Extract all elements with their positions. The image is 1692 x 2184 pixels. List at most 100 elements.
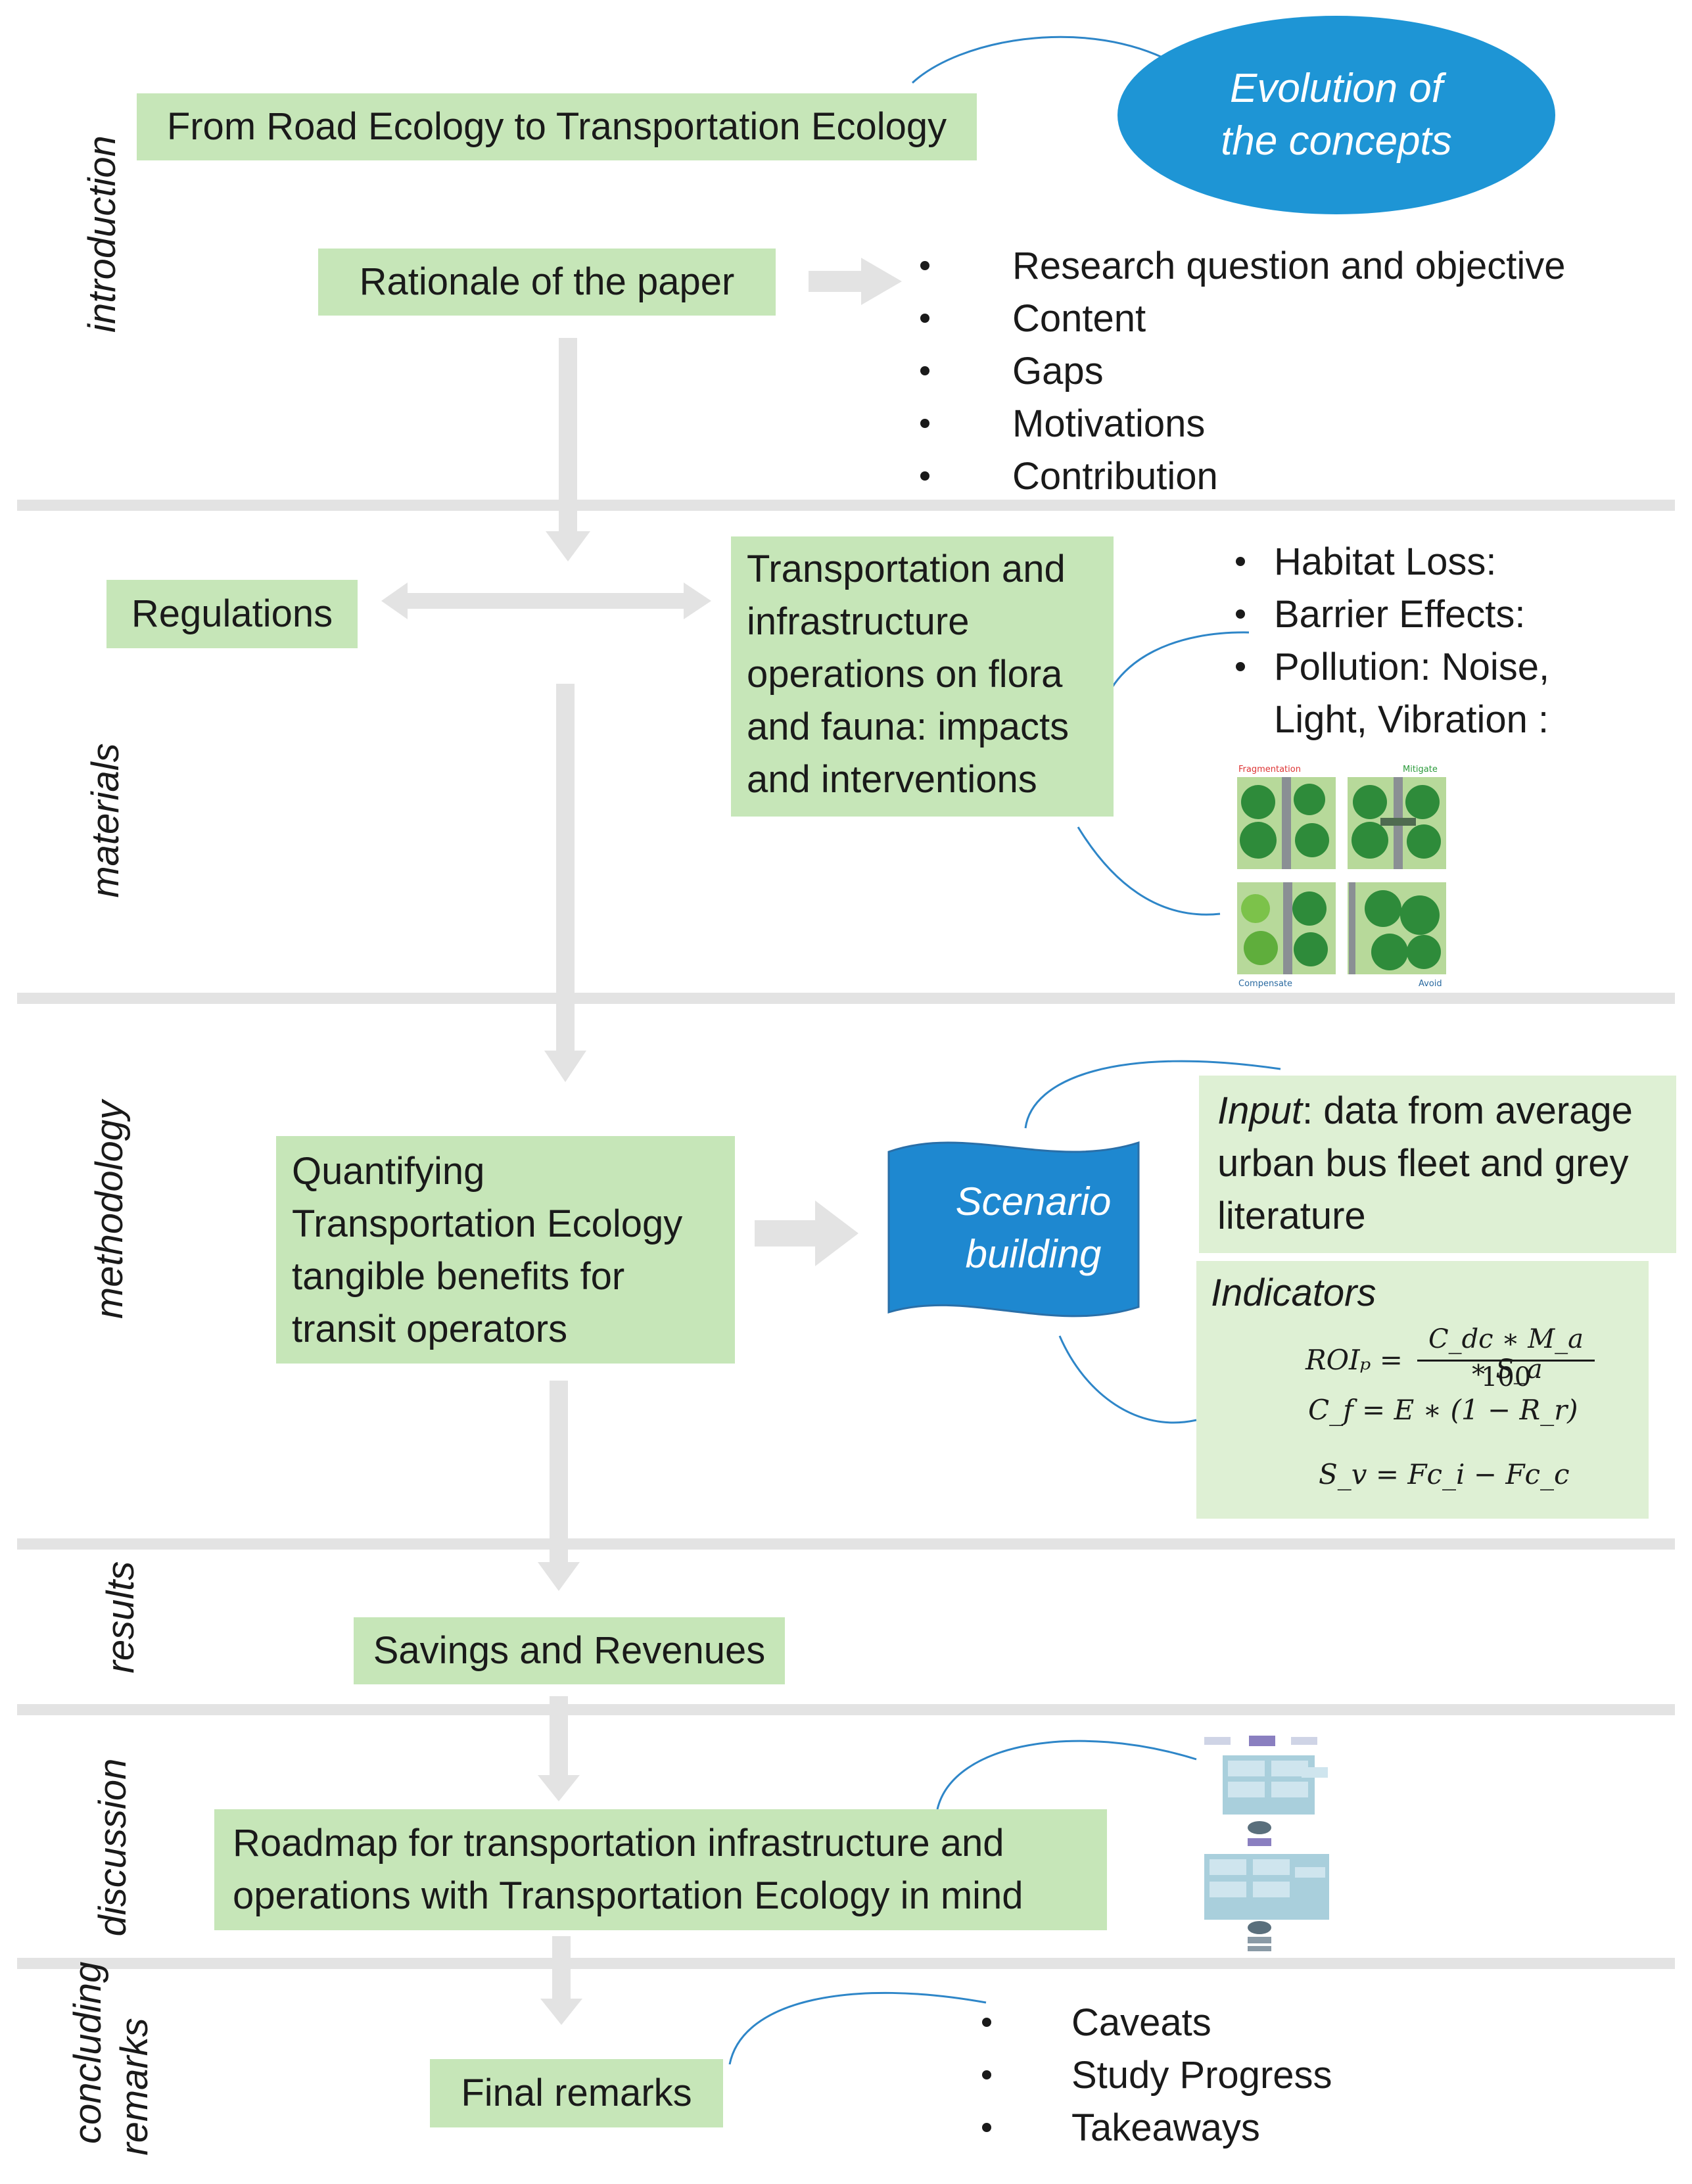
box-input-line: literature: [1217, 1195, 1366, 1237]
box-transportation-line: operations on flora: [747, 653, 1063, 696]
list-item-label: Takeaways: [1071, 2106, 1260, 2149]
list-item-label: Gaps: [1012, 349, 1104, 392]
box-indicators: Indicators ROIₚ = C_dc ∗ M_a ∗ S_a 100 C…: [1196, 1261, 1649, 1519]
box-quantifying-line: tangible benefits for: [292, 1255, 625, 1298]
formula-roi: ROIₚ = C_dc ∗ M_a ∗ S_a 100: [1305, 1324, 1634, 1396]
connector-input: [1024, 1060, 1281, 1129]
box-final-remarks-label: Final remarks: [461, 2072, 692, 2114]
list-item: Barrier Effects:: [1236, 588, 1549, 640]
thumbnail-label-avoid: Avoid: [1419, 979, 1442, 989]
ellipse-evolution: Evolution of the concepts: [1117, 16, 1555, 214]
connector-impacts: [1100, 631, 1250, 711]
list-item: Habitat Loss:: [1236, 535, 1549, 588]
bullet-dot: [1236, 609, 1245, 619]
list-item: Gaps: [920, 344, 1566, 397]
box-regulations-label: Regulations: [131, 592, 333, 635]
box-transportation-line: Transportation and: [747, 548, 1066, 590]
indicators-title: Indicators: [1211, 1271, 1376, 1314]
box-road-ecology: From Road Ecology to Transportation Ecol…: [137, 93, 977, 160]
list-item-label: Light, Vibration :: [1274, 698, 1549, 741]
list-final-bullets: Caveats Study Progress Takeaways: [982, 1996, 1332, 2154]
list-item: Caveats: [982, 1996, 1332, 2049]
bullet-dot: [920, 314, 929, 323]
ellipse-evolution-line2: the concepts: [1221, 118, 1452, 164]
box-roadmap-line: Roadmap for transportation infrastructur…: [233, 1822, 1004, 1864]
thumbnail-label-fragmentation: Fragmentation: [1238, 765, 1301, 774]
connector-roadmap: [936, 1740, 1197, 1810]
arrow-down-methodology: [538, 1381, 580, 1591]
list-item-label: Contribution: [1012, 454, 1218, 498]
list-impact-bullets: Habitat Loss: Barrier Effects: Pollution…: [1236, 535, 1549, 746]
arrow-down-materials: [544, 684, 586, 1082]
section-separator-2: [17, 993, 1675, 1004]
list-item: Takeaways: [982, 2101, 1332, 2154]
thumbnail-habitat-svg: Fragmentation Mitigate Compensate: [1237, 765, 1446, 989]
thumbnail-panel-bottom-right: [1348, 882, 1446, 974]
bullet-dot: [1236, 557, 1245, 566]
bullet-dot: [920, 471, 929, 481]
formula-roi-numerator: C_dc ∗ M_a ∗ S_a: [1428, 1324, 1584, 1385]
ellipse-evolution-line1: Evolution of: [1230, 66, 1443, 111]
list-item: Content: [920, 292, 1566, 344]
arrow-down-results: [538, 1696, 580, 1801]
box-savings: Savings and Revenues: [354, 1617, 785, 1684]
thumbnail-flowchart-svg: [1204, 1736, 1329, 1951]
box-regulations: Regulations: [106, 580, 358, 648]
thumbnail-label-compensate: Compensate: [1238, 979, 1292, 989]
scenario-line1: Scenario: [955, 1179, 1112, 1223]
bullet-dot: [982, 2123, 991, 2132]
connector-ellipse: [911, 36, 1164, 84]
box-input-line1: Input: data from average: [1217, 1085, 1658, 1137]
box-quantifying: Quantifying Transportation Ecology tangi…: [276, 1136, 735, 1364]
box-transportation-line: and interventions: [747, 758, 1037, 801]
thumbnail-label-mitigate: Mitigate: [1403, 765, 1438, 774]
box-roadmap: Roadmap for transportation infrastructur…: [214, 1809, 1107, 1930]
list-rationale-bullets: Research question and objective Content …: [920, 239, 1566, 502]
bullet-dot: [1236, 662, 1245, 671]
box-input-line: urban bus fleet and grey: [1217, 1142, 1629, 1185]
box-quantifying-line: transit operators: [292, 1308, 568, 1350]
list-item-label: Research question and objective: [1012, 244, 1566, 287]
bullet-dot: [920, 366, 929, 375]
box-input-text: : data from average: [1302, 1089, 1633, 1132]
bullet-dot: [982, 2018, 991, 2027]
connector-final: [728, 1991, 987, 2065]
section-separator-5: [17, 1958, 1675, 1969]
list-item: Study Progress: [982, 2049, 1332, 2101]
box-road-ecology-label: From Road Ecology to Transportation Ecol…: [166, 105, 947, 148]
list-item-label: Caveats: [1071, 2001, 1211, 2044]
list-item: Pollution: Noise,: [1236, 640, 1549, 693]
thumbnail-flowchart: [1199, 1729, 1337, 1953]
connector-indicators: [1058, 1335, 1197, 1424]
scenario-line2: building: [965, 1232, 1102, 1276]
box-transportation-impacts: Transportation and infrastructure operat…: [731, 536, 1114, 817]
arrow-right-quantifying: [755, 1200, 858, 1266]
box-rationale: Rationale of the paper: [318, 249, 776, 316]
bullet-dot: [982, 2070, 991, 2079]
arrow-down-intro: [546, 338, 590, 561]
box-input-label: Input: [1217, 1089, 1302, 1132]
thumbnail-panel-top-right: [1348, 777, 1446, 869]
arrow-down-discussion: [540, 1936, 582, 2025]
scenario-building-shape: Scenario building: [887, 1131, 1140, 1325]
arrow-double-regulations: [381, 582, 711, 619]
scenario-banner-path: [887, 1141, 1140, 1318]
formula-roi-lhs: ROIₚ =: [1305, 1344, 1403, 1376]
box-rationale-label: Rationale of the paper: [359, 260, 735, 303]
formula-roi-denominator: 100: [1480, 1362, 1532, 1392]
scenario-banner-svg: [887, 1141, 1140, 1318]
box-quantifying-line: Quantifying: [292, 1150, 485, 1193]
arrow-right-rationale: [809, 258, 902, 305]
box-savings-label: Savings and Revenues: [373, 1629, 766, 1672]
box-transportation-line: infrastructure: [747, 600, 970, 643]
section-separator-3: [17, 1538, 1675, 1550]
section-separator-1: [17, 500, 1675, 511]
scenario-building-label: Scenario building: [887, 1131, 1140, 1325]
section-separator-4: [17, 1704, 1675, 1715]
thumbnail-habitat-figure: Fragmentation Mitigate Compensate: [1232, 763, 1454, 990]
thumbnail-panel-top-left: [1237, 777, 1336, 869]
list-item-label: Habitat Loss:: [1274, 540, 1497, 583]
flow-arrow-group: [381, 258, 902, 2025]
bullet-dot: [920, 419, 929, 428]
